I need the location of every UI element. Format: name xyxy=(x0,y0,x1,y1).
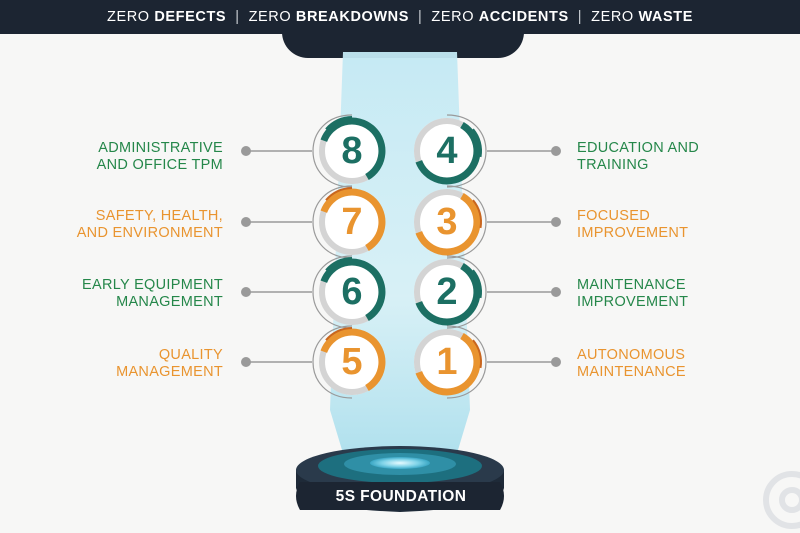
ring-arc xyxy=(415,262,481,326)
goal-zero-breakdowns: ZERO BREAKDOWNS xyxy=(248,9,410,25)
ring-accent xyxy=(472,199,482,229)
ring-disc xyxy=(414,329,480,395)
foundation-label: 5S FOUNDATION xyxy=(335,488,467,505)
goal-zero-defects: ZERO DEFECTS xyxy=(106,9,227,25)
ring-accent xyxy=(325,327,353,341)
pillar-number-2: 2 xyxy=(436,271,458,313)
ring-accent xyxy=(472,339,482,369)
connector-dot xyxy=(241,357,251,367)
pillar-number-8: 8 xyxy=(341,130,363,172)
gear-icon xyxy=(763,471,800,529)
connector-dot xyxy=(551,287,561,297)
ring-accent xyxy=(325,116,353,130)
connector-curve xyxy=(446,185,487,259)
foundation-banner xyxy=(296,482,504,510)
goal-separator: | xyxy=(235,9,240,25)
ring-arc xyxy=(320,117,386,181)
connector-dot xyxy=(551,146,561,156)
connector-dot xyxy=(551,357,561,367)
ring-arc xyxy=(320,258,386,322)
ring-disc xyxy=(414,189,480,255)
connector-curve xyxy=(312,255,353,329)
connector-dot xyxy=(241,287,251,297)
connector-curve xyxy=(446,255,487,329)
connector-dot xyxy=(241,217,251,227)
ring-disc xyxy=(319,189,385,255)
goal-zero-waste: ZERO WASTE xyxy=(591,9,693,25)
ring-disc xyxy=(319,329,385,395)
ring-accent xyxy=(472,269,482,299)
ring-disc xyxy=(319,118,385,184)
ring-arc xyxy=(320,188,386,252)
pillar-number-3: 3 xyxy=(436,201,458,243)
ring-disc xyxy=(414,118,480,184)
ring-accent xyxy=(472,128,482,158)
connector-lines xyxy=(241,114,561,399)
connector-curve xyxy=(312,325,353,399)
connector-curve xyxy=(312,185,353,259)
goal-zero-accidents: ZERO ACCIDENTS xyxy=(431,9,569,25)
pillar-label-safety: SAFETY, HEALTH,AND ENVIRONMENT xyxy=(76,208,223,241)
ring-disc xyxy=(414,259,480,325)
goal-separator: | xyxy=(577,9,583,25)
ring-arc xyxy=(415,332,481,396)
pillar-rings xyxy=(319,116,482,396)
pillar-number-1: 1 xyxy=(436,341,458,383)
pillar-number-4: 4 xyxy=(436,130,458,172)
connector-dot xyxy=(241,146,251,156)
ring-arc xyxy=(415,192,481,256)
connector-curve xyxy=(446,114,487,188)
ring-accent xyxy=(325,187,353,201)
connector-curve xyxy=(446,325,487,399)
ring-arc xyxy=(320,328,386,392)
connector-dot xyxy=(551,217,561,227)
ring-disc xyxy=(319,259,385,325)
pillar-number-5: 5 xyxy=(341,341,363,383)
goal-separator: | xyxy=(418,9,423,25)
ring-accent xyxy=(325,257,353,271)
ring-arc xyxy=(415,121,481,185)
connector-curve xyxy=(312,114,353,188)
pillar-number-7: 7 xyxy=(341,201,363,243)
pillar-number-6: 6 xyxy=(341,271,363,313)
